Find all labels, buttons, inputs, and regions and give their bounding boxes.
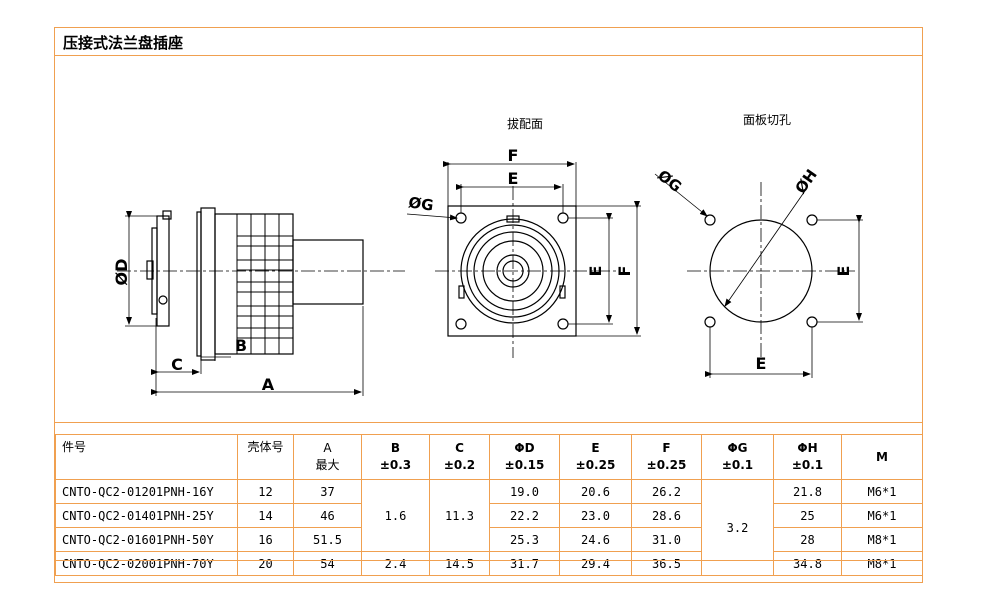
page-title: 压接式法兰盘插座: [63, 34, 184, 52]
side-view-dims: [125, 211, 364, 396]
cell-e: 24.6: [559, 527, 632, 552]
cell-h: 25: [773, 503, 842, 528]
dim-label-e-cutout-side: E: [834, 266, 853, 277]
cell-shell: 16: [237, 527, 294, 552]
cell-a: 37: [293, 479, 362, 504]
dim-label-g-cutout: ØG: [654, 166, 685, 196]
header-d: ΦD±0.15: [489, 434, 560, 480]
header-h: ΦH±0.1: [773, 434, 842, 480]
dim-label-g-mating: ØG: [407, 193, 434, 214]
header-b: B±0.3: [361, 434, 430, 480]
cell-b-merged: 1.6: [361, 479, 430, 552]
dim-label-b: B: [235, 336, 247, 355]
cell-a: 46: [293, 503, 362, 528]
dim-label-e-top: E: [508, 169, 519, 188]
header-m: M: [841, 434, 923, 480]
cell-d: 31.7: [489, 551, 560, 576]
cell-c-merged: 11.3: [429, 479, 490, 552]
dim-label-d: ØD: [112, 259, 131, 286]
cell-part-no: CNTO-QC2-01401PNH-25Y: [55, 503, 238, 528]
cell-shell: 12: [237, 479, 294, 504]
dim-label-h: ØH: [792, 166, 821, 197]
dim-label-f-side: F: [615, 266, 634, 277]
cell-m: M8*1: [841, 527, 923, 552]
cell-e: 20.6: [559, 479, 632, 504]
spec-sheet: 压接式法兰盘插座 拔配面 面板切孔: [54, 27, 923, 583]
cell-d: 22.2: [489, 503, 560, 528]
mating-face-view: [435, 186, 617, 358]
cell-f: 28.6: [631, 503, 702, 528]
cell-f: 26.2: [631, 479, 702, 504]
cell-part-no: CNTO-QC2-01601PNH-50Y: [55, 527, 238, 552]
table-row: CNTO-QC2-01401PNH-25Y 14 46 22.2 23.0 28…: [55, 503, 923, 528]
cell-e: 23.0: [559, 503, 632, 528]
header-c: C±0.2: [429, 434, 490, 480]
panel-cutout-view: [687, 182, 855, 358]
cell-f: 36.5: [631, 551, 702, 576]
header-f: F±0.25: [631, 434, 702, 480]
dim-label-c: C: [171, 355, 183, 374]
footer-bar: [55, 560, 922, 582]
cell-d: 19.0: [489, 479, 560, 504]
section-divider: [55, 422, 922, 434]
dim-label-f-top: F: [508, 146, 519, 165]
mating-face-dims: [406, 161, 641, 337]
cell-d: 25.3: [489, 527, 560, 552]
cell-a: 51.5: [293, 527, 362, 552]
dim-label-e-cutout-bottom: E: [756, 354, 767, 373]
table-row: CNTO-QC2-02001PNH-70Y 20 54 2.4 14.5 31.…: [55, 551, 923, 576]
drawing-svg: 拔配面 面板切孔: [112, 113, 863, 396]
caption-panel-cutout: 面板切孔: [743, 113, 791, 127]
cell-m: M6*1: [841, 503, 923, 528]
technical-drawing: 拔配面 面板切孔: [55, 56, 922, 422]
caption-mating-face: 拔配面: [507, 116, 543, 131]
cell-g-merged: 3.2: [701, 479, 774, 576]
table-row: CNTO-QC2-01601PNH-50Y 16 51.5 25.3 24.6 …: [55, 527, 923, 552]
header-part-no: 件号: [55, 434, 238, 480]
cell-shell: 20: [237, 551, 294, 576]
cell-h: 28: [773, 527, 842, 552]
cell-m: M6*1: [841, 479, 923, 504]
cell-h: 21.8: [773, 479, 842, 504]
panel-cutout-dims: [654, 173, 863, 378]
cell-f: 31.0: [631, 527, 702, 552]
side-view: [117, 207, 405, 361]
dim-label-e-side: E: [586, 266, 605, 277]
cell-shell: 14: [237, 503, 294, 528]
header-e: E±0.25: [559, 434, 632, 480]
title-bar: 压接式法兰盘插座: [55, 28, 922, 56]
header-shell: 壳体号: [237, 434, 294, 480]
header-g: ΦG±0.1: [701, 434, 774, 480]
cell-part-no: CNTO-QC2-01201PNH-16Y: [55, 479, 238, 504]
table-row: CNTO-QC2-01201PNH-16Y 12 37 1.6 11.3 19.…: [55, 479, 923, 576]
dim-label-a: A: [262, 375, 275, 394]
